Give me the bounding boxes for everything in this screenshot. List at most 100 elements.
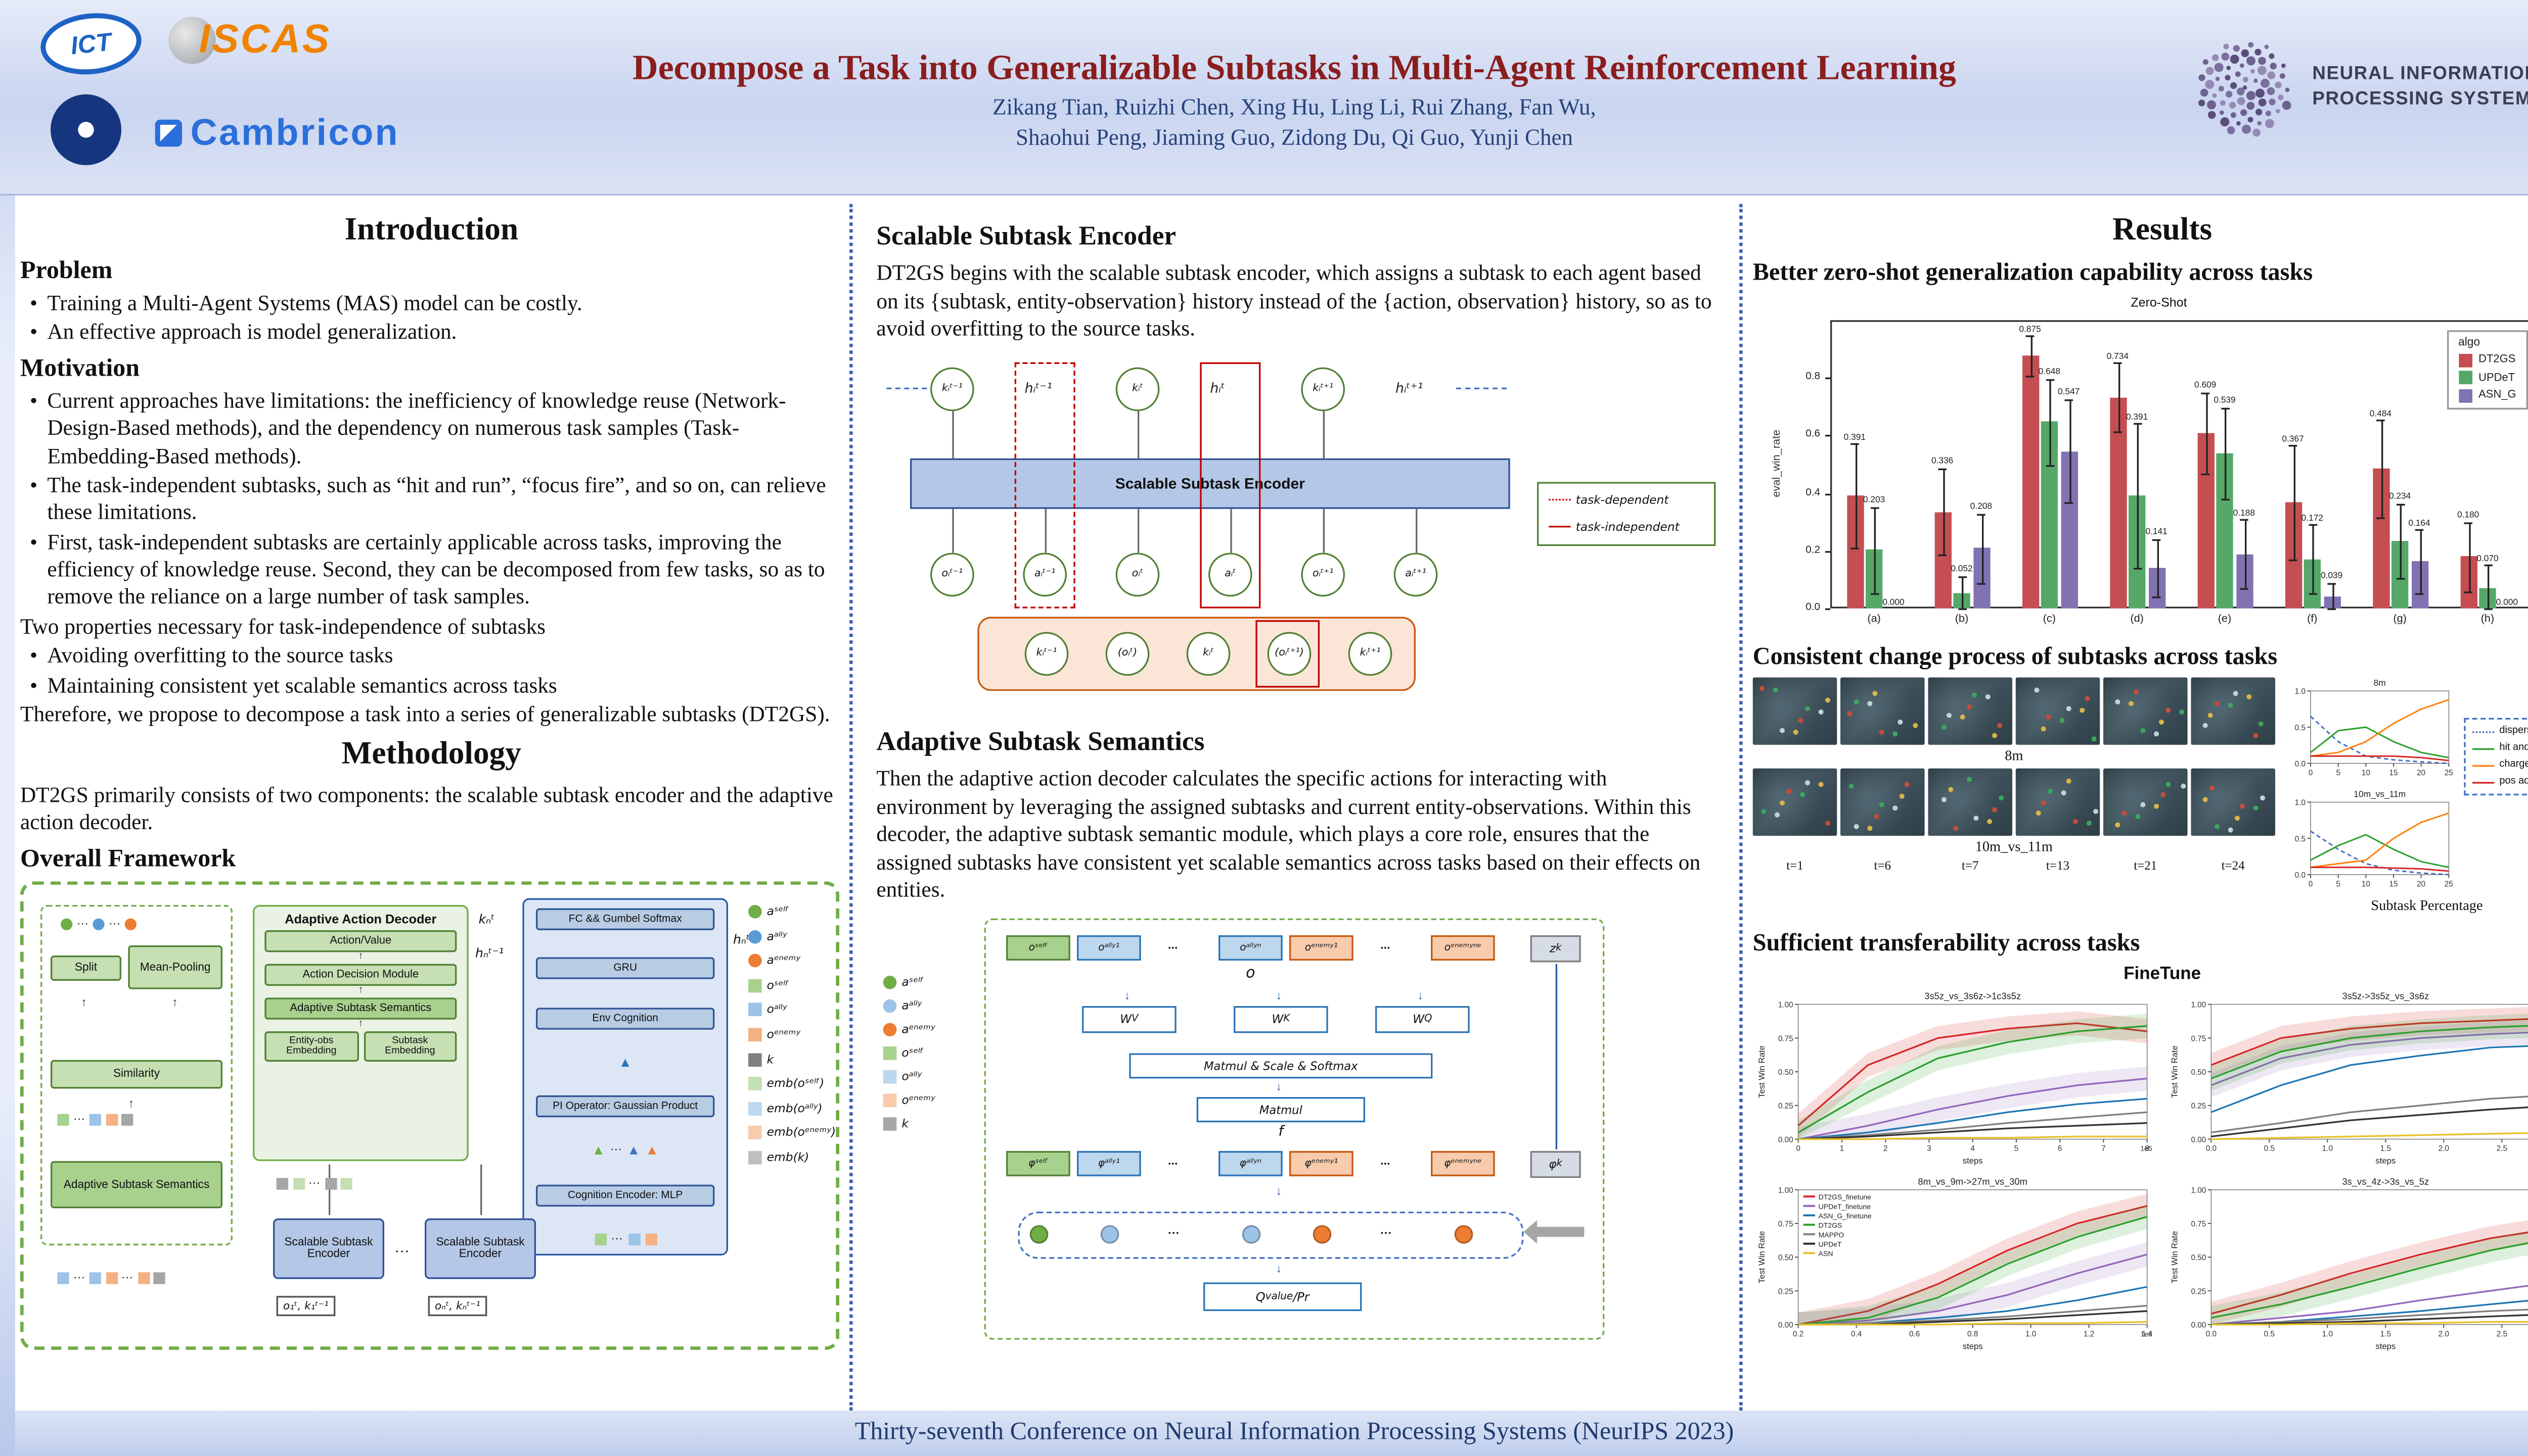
error-cap (2415, 593, 2424, 595)
error-cap (2483, 608, 2492, 610)
square-swatch (748, 1151, 762, 1165)
unit-dot (1993, 806, 1998, 812)
legend-entry: oᵃˡˡʸ (883, 1070, 935, 1084)
error-cap (2201, 392, 2209, 394)
unit-dot (1898, 720, 1904, 725)
observation-label: o (1246, 965, 1255, 983)
subtask-node: kᵢᵗ (1115, 367, 1160, 411)
finetune-line-chart: 3s5z->3s5z_vs_3s6z0.000.250.500.751.000.… (2170, 991, 2528, 1166)
bar-value-label: 0.070 (2476, 554, 2499, 564)
sq-marker (137, 1272, 149, 1284)
square-swatch (748, 1052, 762, 1066)
phi-box: φᵃˡˡʸ¹ (1076, 1151, 1141, 1176)
svg-text:0.00: 0.00 (1778, 1321, 1793, 1330)
svg-text:2.0: 2.0 (2439, 1145, 2449, 1153)
ict-logo: ICT (37, 8, 145, 79)
bar-value-label: 0.648 (2038, 367, 2060, 378)
unit-dot (2086, 820, 2092, 826)
square-marker (594, 1233, 606, 1246)
square-swatch (883, 1117, 897, 1131)
unit-dot (2260, 794, 2265, 800)
connector-line (952, 411, 954, 459)
svg-text:5: 5 (2336, 768, 2340, 777)
svg-text:0.0: 0.0 (2206, 1330, 2217, 1338)
down-arrow-icon: ↓ (1276, 1185, 1282, 1198)
svg-text:20: 20 (2417, 768, 2425, 777)
connector-line (1323, 509, 1325, 553)
svg-text:1.00: 1.00 (1778, 1186, 1793, 1195)
ellipsis: ··· (394, 1242, 410, 1259)
unit-dot (1879, 802, 1885, 808)
legend-label: k (901, 1117, 909, 1131)
game-screenshot (1752, 768, 1837, 836)
svg-text:0.8: 0.8 (1967, 1330, 1978, 1338)
square-swatch (883, 1070, 897, 1084)
header-banner: ICT ISCAS Cambricon Decompose a Task int… (0, 0, 2528, 196)
legend-entry: task-independent (1549, 521, 1704, 534)
square-swatch (748, 978, 762, 992)
svg-text:1.0: 1.0 (2322, 1330, 2333, 1338)
svg-text:15: 15 (2389, 768, 2398, 777)
history-node: kᵢᵗ (1186, 631, 1231, 676)
legend-label: oᵃˡˡʸ (901, 1070, 922, 1084)
error-cap (2308, 593, 2317, 595)
encoder-section-heading: Scalable Subtask Encoder (876, 222, 1177, 251)
square-swatch (883, 1046, 897, 1060)
svg-text:3: 3 (1927, 1145, 1931, 1153)
error-cap (2464, 522, 2472, 524)
authors-line-1: Zikang Tian, Ruizhi Chen, Xing Hu, Ling … (992, 94, 1596, 120)
unit-dot (1779, 727, 1784, 733)
split-box: Split (50, 955, 121, 981)
dashed-arrow (1456, 387, 1507, 389)
subtask-heading: Consistent change process of subtasks ac… (1752, 644, 2278, 671)
wk-base: W (1272, 1013, 1284, 1026)
time-label: t=1 (1786, 857, 1803, 873)
neurips-dot-sphere-icon (2198, 42, 2291, 137)
svg-text:0.75: 0.75 (2191, 1034, 2206, 1043)
legend-label: pos adjust (2499, 777, 2528, 787)
svg-text:3s_vs_4z->3s_vs_5z: 3s_vs_4z->3s_vs_5z (2342, 1176, 2429, 1187)
unit-dot (2041, 799, 2046, 805)
bar-value-label: 0.547 (2057, 388, 2080, 398)
bar (2372, 469, 2389, 609)
svg-text:1e5: 1e5 (2140, 1145, 2152, 1153)
unit-dot (2247, 693, 2252, 699)
error-bar (2419, 529, 2421, 593)
svg-text:10: 10 (2362, 880, 2370, 888)
unit-dot (1893, 804, 1899, 810)
unit-dot (2154, 804, 2159, 809)
circle-swatch (748, 904, 762, 919)
column-separator (1739, 204, 1743, 1410)
unit-dot (1824, 697, 1830, 703)
results-heading: Results (2112, 212, 2213, 248)
entity-obs-node: oᵢᵗ⁺¹ (1301, 552, 1345, 597)
svg-text:0.50: 0.50 (1778, 1254, 1793, 1262)
bar-value-label: 0.336 (1931, 457, 1954, 468)
legend-label: oᵃˡˡʸ (766, 1003, 787, 1017)
ellipsis: ··· (611, 1233, 623, 1246)
unit-dot (2208, 785, 2214, 791)
legend-entry: aˢᵉˡᶠ (748, 904, 836, 919)
unit-dot (2115, 822, 2120, 828)
wv-sub: V (1132, 1014, 1139, 1025)
legend-entry: oˢᵉˡᶠ (748, 978, 836, 992)
time-label: t=6 (1874, 857, 1891, 873)
svg-text:0.00: 0.00 (2191, 1135, 2206, 1144)
legend-entry: oˢᵉˡᶠ (883, 1046, 935, 1060)
svg-text:0.75: 0.75 (1778, 1034, 1793, 1043)
history-node: (oᵢᵗ⁺¹) (1267, 631, 1312, 676)
bullet-marker: • (30, 319, 38, 345)
legend-label: emb(oᵃˡˡʸ) (766, 1102, 823, 1115)
conference-footer-text: Thirty-seventh Conference on Neural Info… (854, 1419, 1734, 1446)
phi-box: φᵃˡˡʸⁿ (1218, 1151, 1283, 1176)
legend-label: DT2GS (2478, 353, 2516, 366)
iscas-wordmark: ISCAS (199, 17, 331, 63)
sq-marker (57, 1114, 69, 1126)
error-cap (1870, 506, 1878, 509)
error-cap (2396, 503, 2404, 506)
decoder-title: Adaptive Action Decoder (285, 912, 437, 927)
cambricon-logo: Cambricon (155, 111, 399, 155)
error-cap (2152, 596, 2161, 599)
